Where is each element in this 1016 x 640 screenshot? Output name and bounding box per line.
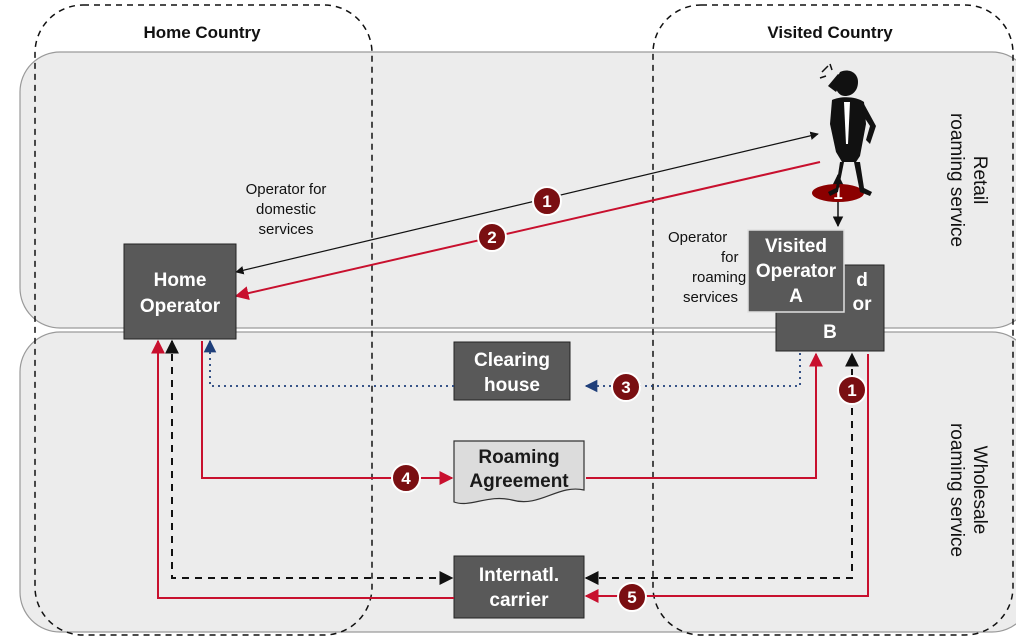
local-access-ellipse <box>812 184 864 202</box>
step-local-call: 1 <box>833 184 842 203</box>
svg-text:3: 3 <box>621 378 630 397</box>
step-badge-retail-call: 1 <box>532 186 562 216</box>
svg-text:services: services <box>683 289 738 306</box>
step-badge-agreement: 4 <box>391 463 421 493</box>
step-badge-wholesale-call: 1 <box>837 375 867 405</box>
retail-call-arrow <box>235 131 819 275</box>
settlement-flow-right <box>584 354 869 603</box>
svg-text:carrier: carrier <box>489 590 549 611</box>
home-operator-node: Home Operator <box>123 243 237 340</box>
svg-text:B: B <box>823 322 837 343</box>
svg-text:domestic: domestic <box>256 201 317 218</box>
wholesale-band-label: Wholesale roaming service <box>946 423 990 557</box>
internatl-carrier-node: Internatl. carrier <box>453 555 585 619</box>
clearing-house-node: Clearing house <box>453 341 571 401</box>
svg-text:Operator: Operator <box>668 229 727 246</box>
visited-country-heading: Visited Country <box>767 23 893 42</box>
home-country-region <box>34 4 373 636</box>
svg-text:Roaming: Roaming <box>478 447 559 468</box>
svg-text:A: A <box>789 286 803 307</box>
svg-text:roaming service: roaming service <box>946 113 967 247</box>
svg-text:Agreement: Agreement <box>469 471 569 492</box>
svg-text:5: 5 <box>627 588 636 607</box>
visited-country-region <box>652 4 1014 636</box>
svg-text:roaming service: roaming service <box>946 423 967 557</box>
roaming-agreement-node: Roaming Agreement <box>453 440 585 505</box>
svg-text:1: 1 <box>847 381 856 400</box>
svg-text:2: 2 <box>487 228 496 247</box>
svg-text:or: or <box>853 294 873 315</box>
retail-band-label: Retail roaming service <box>946 113 990 247</box>
svg-text:house: house <box>484 375 540 396</box>
home-country-heading: Home Country <box>143 23 261 42</box>
svg-text:4: 4 <box>401 469 411 488</box>
step-badge-retail-bill: 2 <box>477 222 507 252</box>
svg-text:1: 1 <box>542 192 551 211</box>
svg-text:Internatl.: Internatl. <box>479 565 559 586</box>
svg-text:Operator: Operator <box>140 296 221 317</box>
svg-text:Wholesale: Wholesale <box>969 446 990 535</box>
svg-text:roaming: roaming <box>692 269 746 286</box>
step-badge-carrier: 5 <box>617 582 647 612</box>
settlement-flow-left <box>151 339 454 599</box>
carrier-flow-left <box>165 339 454 585</box>
svg-text:Operator: Operator <box>756 261 837 282</box>
visited-operator-a-node: Visited Operator A <box>747 229 845 313</box>
svg-text:for: for <box>721 249 739 266</box>
carrier-flow-right <box>584 352 859 585</box>
svg-text:Retail: Retail <box>969 156 990 205</box>
step-badge-clearing: 3 <box>611 372 641 402</box>
svg-text:services: services <box>258 221 313 238</box>
svg-text:Home: Home <box>154 270 207 291</box>
svg-text:Clearing: Clearing <box>474 350 550 371</box>
svg-text:Operator for: Operator for <box>246 181 327 198</box>
svg-text:Visited: Visited <box>765 236 827 257</box>
person-on-phone-icon <box>819 63 876 196</box>
retail-bill-arrow <box>234 161 821 301</box>
svg-text:d: d <box>856 270 868 291</box>
